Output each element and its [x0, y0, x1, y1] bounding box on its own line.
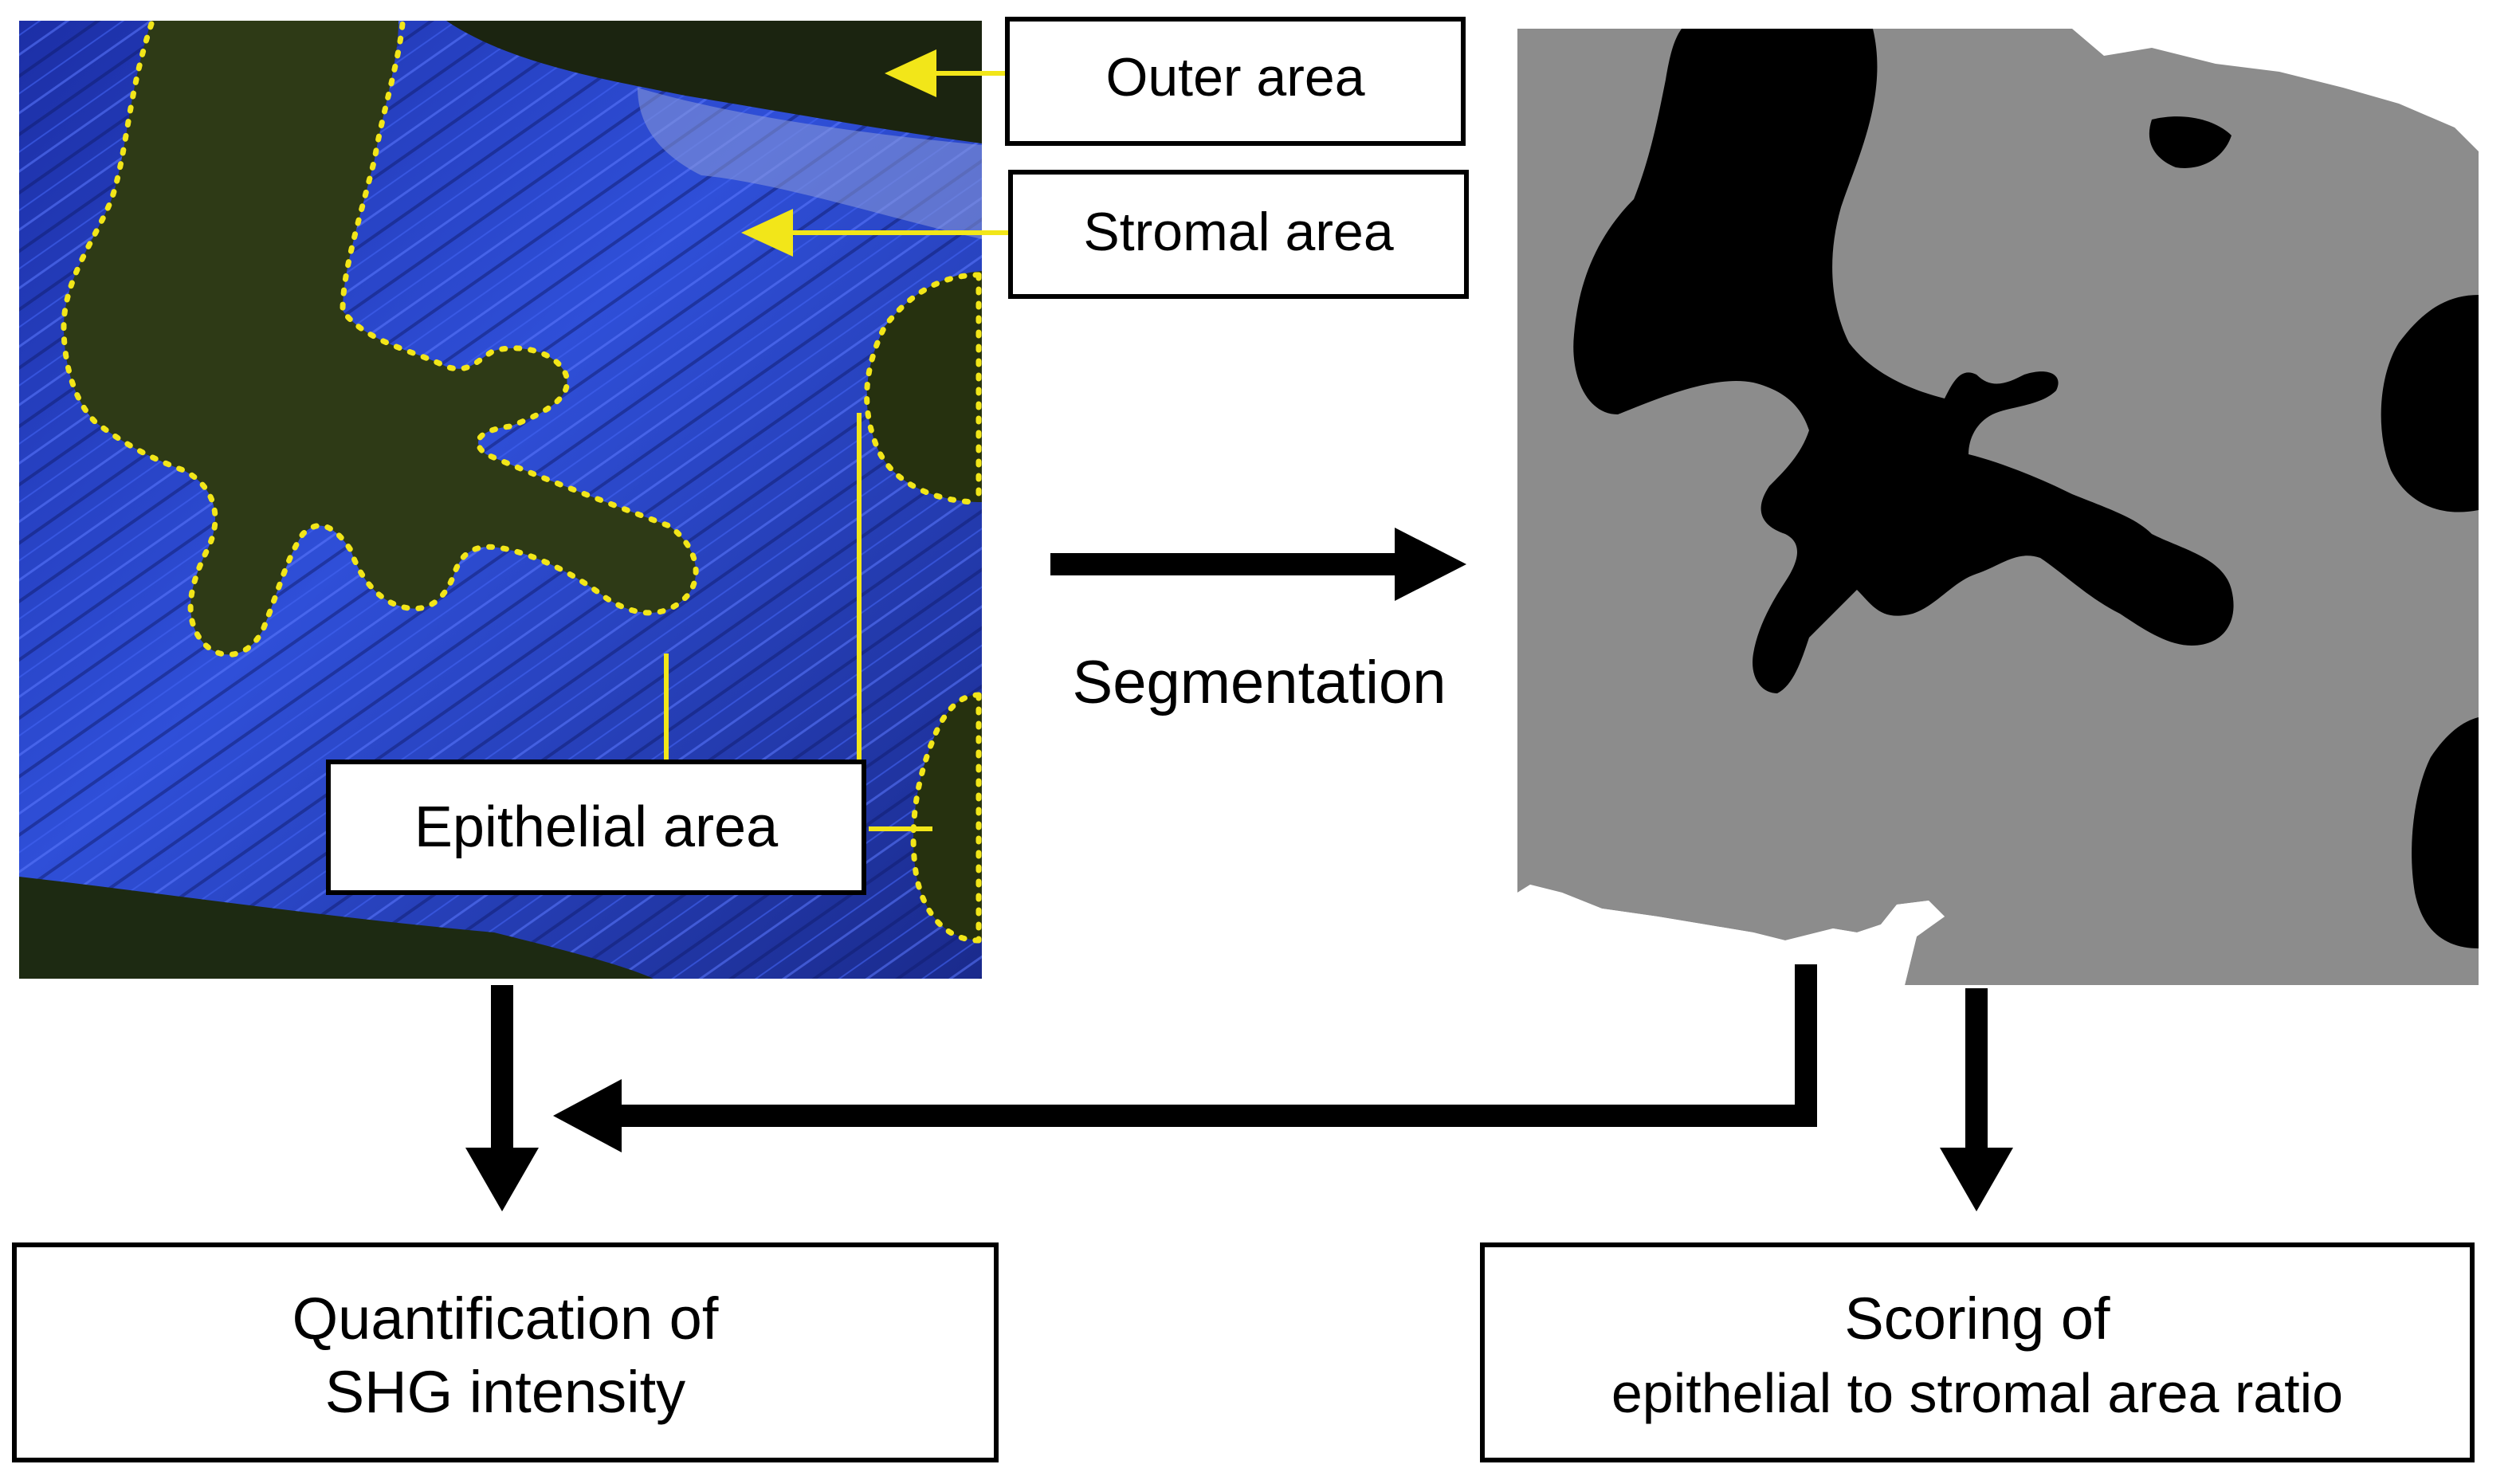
segmentation-mask: [1517, 29, 2479, 985]
epithelial-area-label: Epithelial area: [414, 795, 779, 859]
epithelial-area-annotation: Epithelial area: [326, 760, 866, 895]
mask-bottom-white: [1517, 885, 1945, 985]
stromal-area-annotation: Stromal area: [741, 170, 1469, 299]
outer-area-arrowhead: [885, 49, 936, 97]
epithelium-mask-right-lower: [2412, 717, 2479, 948]
epithelium-right-upper: [866, 271, 982, 502]
arrow-to-scoring-head: [1940, 1148, 2013, 1211]
mask-connector-arrowhead: [553, 1079, 622, 1152]
outer-area-box: [1005, 17, 1466, 146]
scoring-label-line1: Scoring of: [1844, 1286, 2110, 1352]
stromal-area-arrowhead: [741, 209, 793, 257]
flow-arrows: [465, 964, 2013, 1211]
quantification-box: [12, 1242, 999, 1462]
epithelium-main-outline: [61, 21, 699, 658]
epithelium-mask-main: [1573, 29, 2234, 693]
quantification-output: Quantification of SHG intensity: [12, 1242, 999, 1462]
stromal-area-box: [1008, 170, 1469, 299]
epithelial-outlines: [61, 21, 982, 944]
stromal-light-band: [638, 88, 982, 239]
scoring-output: Scoring of epithelial to stromal area ra…: [1480, 1242, 2475, 1462]
scoring-label-line2: epithelial to stromal area ratio: [1611, 1362, 2343, 1424]
segmentation-label: Segmentation: [1073, 649, 1446, 716]
outer-area-annotation: Outer area: [885, 17, 1466, 146]
epithelial-pointer-lines: [664, 413, 932, 831]
epithelium-main: [64, 21, 697, 655]
quantification-label-line2: SHG intensity: [325, 1359, 685, 1425]
epithelium-mask-right-upper: [2381, 295, 2479, 512]
scoring-box: [1480, 1242, 2475, 1462]
arrow-to-quantification-head: [465, 1148, 539, 1211]
outer-area-label: Outer area: [1105, 47, 1364, 108]
segmentation-arrowhead: [1395, 528, 1466, 601]
epithelium-right-lower-outline: [910, 692, 982, 944]
segmentation-step: Segmentation: [1050, 528, 1466, 716]
microscopy-image: [19, 21, 982, 979]
epithelial-area-box: [326, 760, 866, 895]
outer-area-bottom: [19, 877, 654, 979]
epithelium-right-lower: [913, 693, 982, 940]
outer-area-region: [446, 21, 982, 143]
epithelium-right-upper-outline: [864, 272, 982, 505]
stromal-area-label: Stromal area: [1083, 202, 1393, 262]
epithelium-mask-small-top: [2149, 116, 2231, 168]
quantification-label-line1: Quantification of: [292, 1286, 719, 1352]
